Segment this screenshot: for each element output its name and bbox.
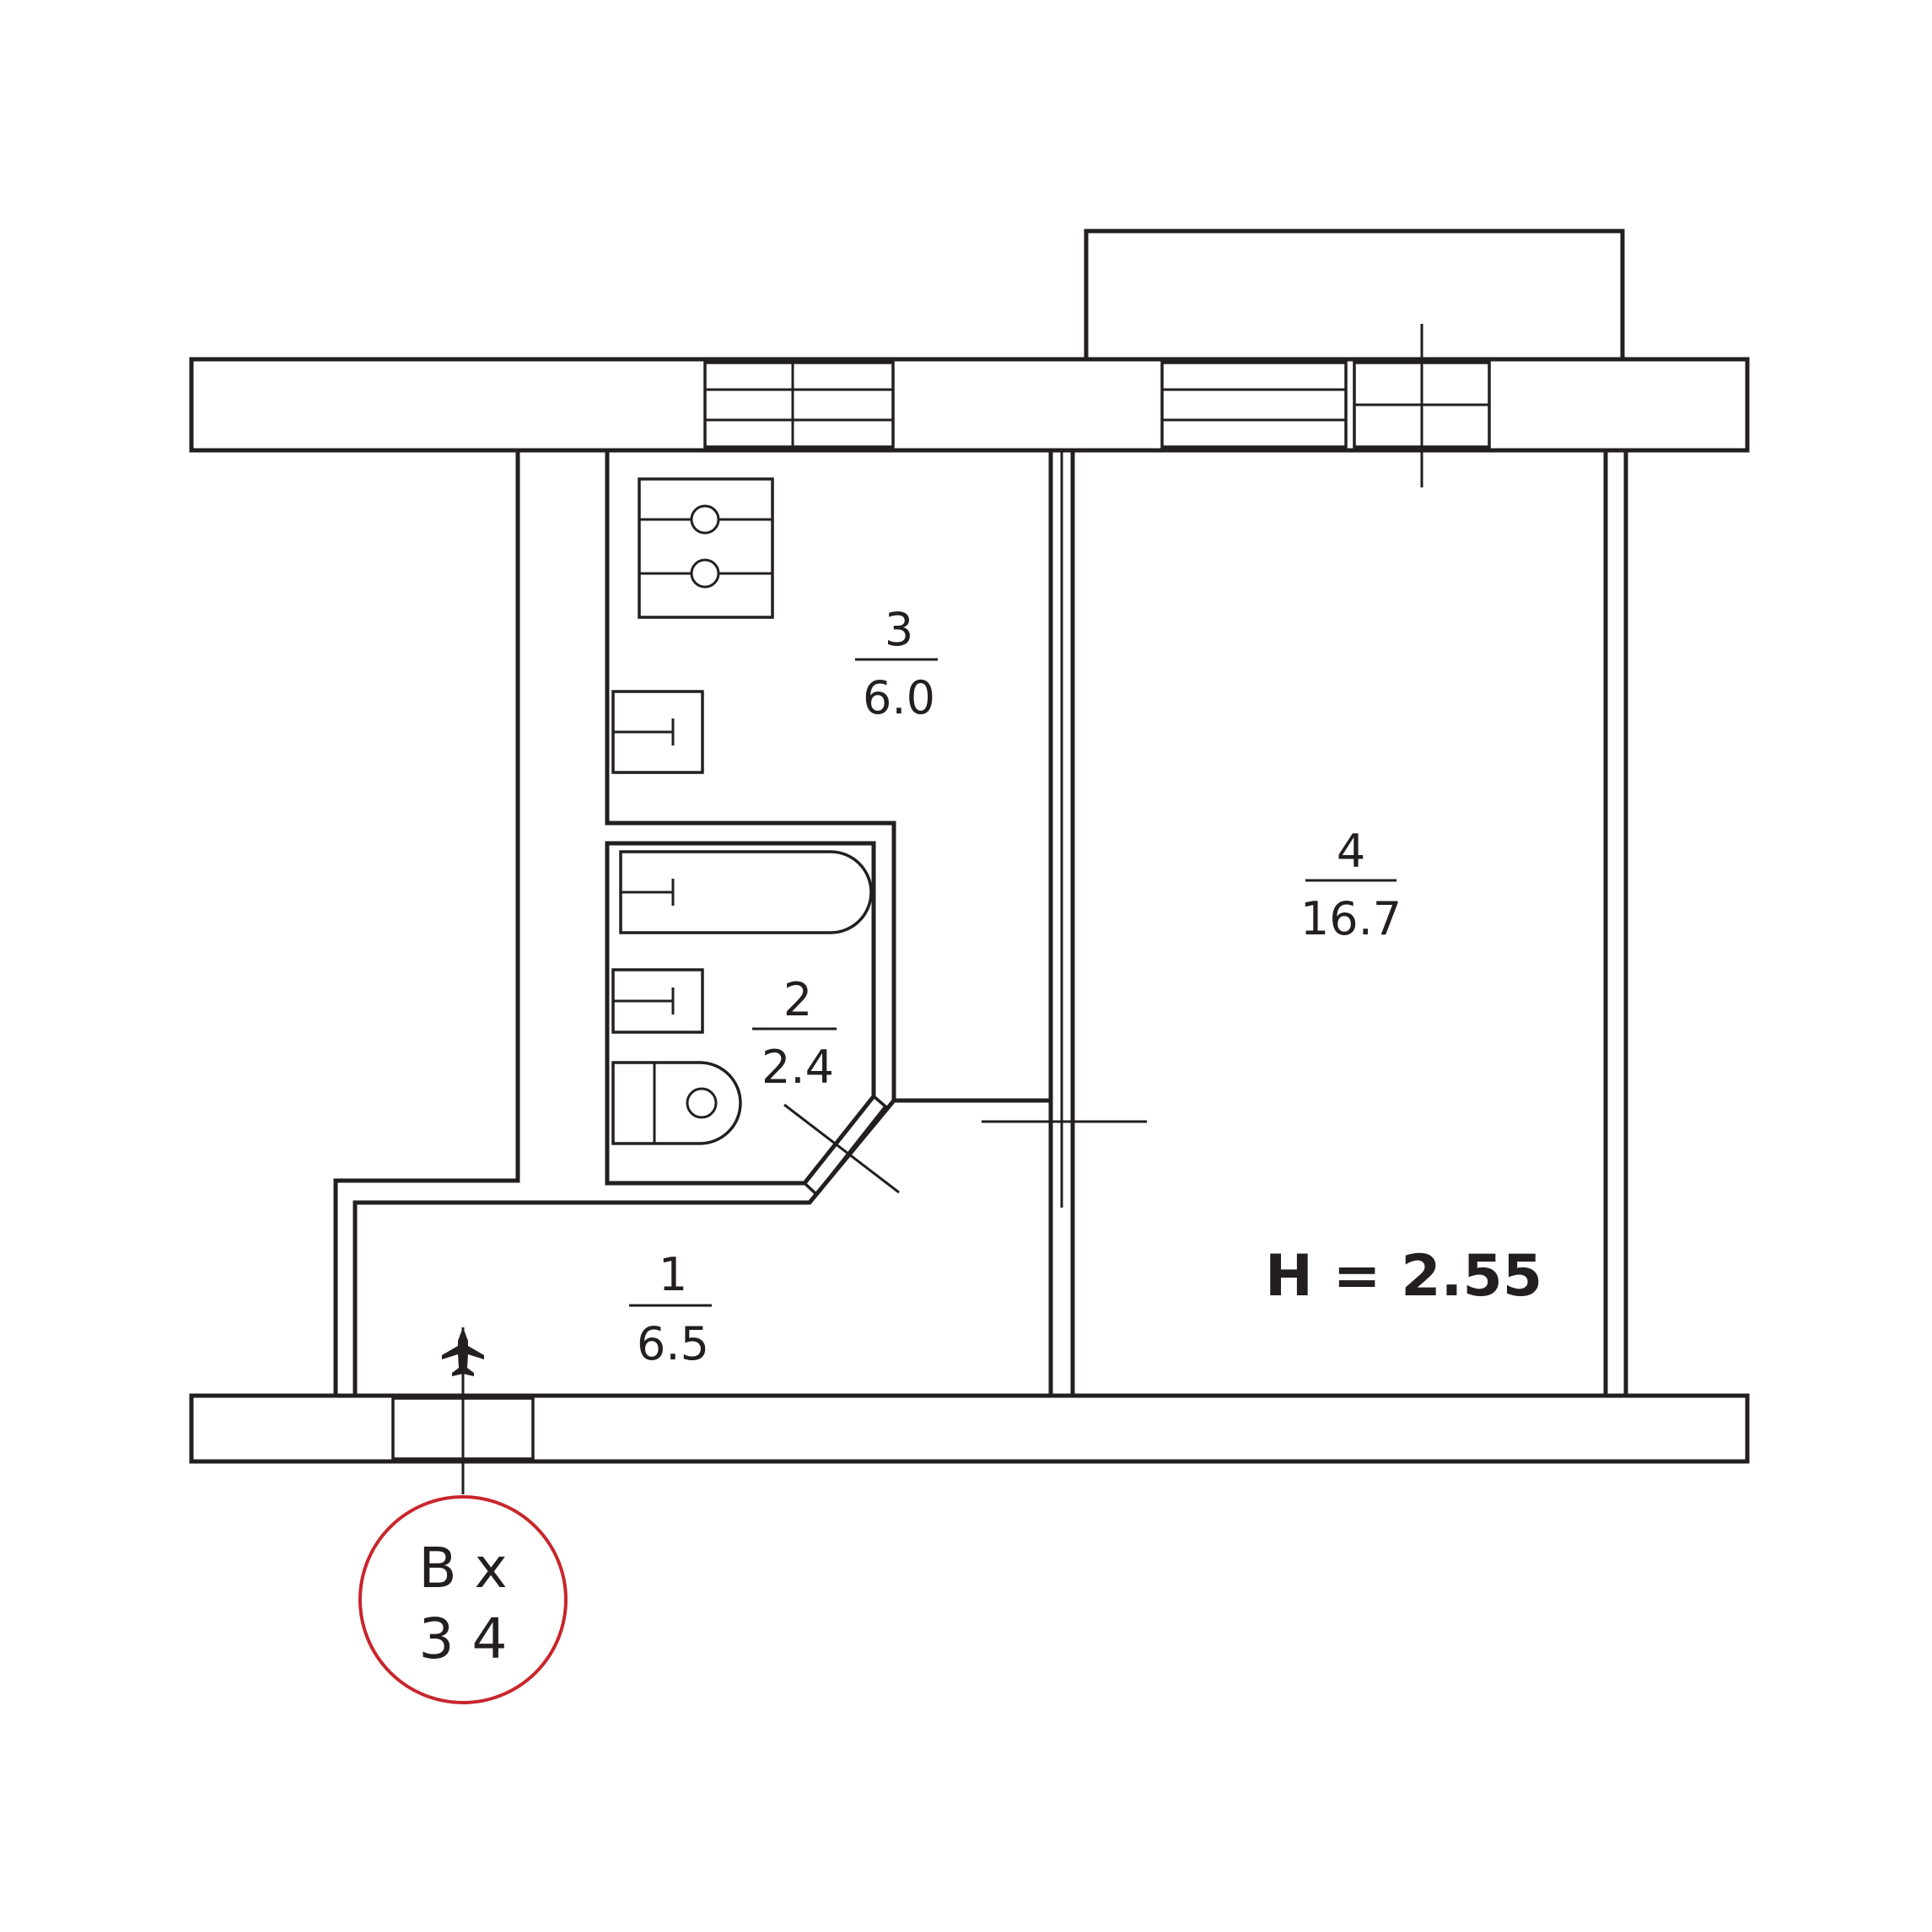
room-1-area: 6.5	[637, 1317, 709, 1370]
kitchen-sink-icon	[611, 690, 704, 774]
door-bathroom	[783, 1095, 900, 1197]
room-3-label: 3 6.0	[855, 603, 938, 724]
room-2-number: 2	[783, 973, 812, 1026]
room-2-label: 2 2.4	[752, 973, 837, 1094]
room-4-area: 16.7	[1300, 892, 1402, 945]
exterior-wall-bottom	[189, 1393, 1750, 1464]
balcony-door	[1353, 324, 1491, 487]
toilet-icon	[611, 1061, 742, 1145]
window-kitchen	[703, 361, 895, 449]
room-1-number: 1	[659, 1248, 687, 1301]
entrance-arrow-icon	[442, 1327, 484, 1494]
room-3-area: 6.0	[863, 671, 935, 724]
entrance-line-2: 3 4	[419, 1606, 508, 1671]
room-1-label: 1 6.5	[629, 1248, 712, 1370]
exterior-wall-top	[189, 357, 1750, 453]
bathtub-icon	[619, 850, 873, 934]
room-3-outline	[605, 450, 1053, 1103]
room-2-outline	[605, 841, 876, 1186]
room-3-number: 3	[885, 603, 913, 656]
room-4-label: 4 16.7	[1300, 825, 1402, 945]
entrance-marker: В х 3 4	[358, 1495, 568, 1704]
ceiling-height: H = 2.55	[1265, 1243, 1542, 1310]
stove-icon	[638, 477, 774, 619]
window-room	[1160, 361, 1348, 449]
entrance-line-1: В х	[418, 1536, 507, 1601]
room-4-outline	[1070, 448, 1608, 1398]
room-4-number: 4	[1337, 825, 1365, 878]
left-core-wall	[191, 448, 520, 1396]
room-2-area: 2.4	[761, 1041, 834, 1094]
balcony	[1084, 229, 1625, 362]
washbasin-icon	[611, 968, 704, 1034]
